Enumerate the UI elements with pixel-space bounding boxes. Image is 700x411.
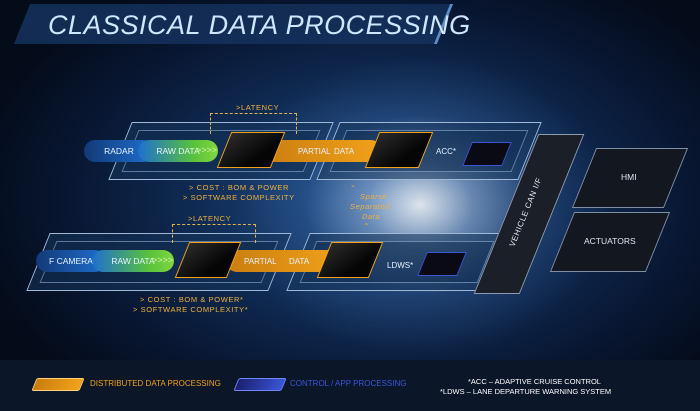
actuators-label: ACTUATORS [584, 236, 636, 246]
row2-latency-bracket [172, 224, 256, 243]
hmi-label: HMI [621, 172, 637, 182]
row1-partial-bar [262, 140, 382, 162]
legend-distributed-swatch [31, 378, 85, 391]
row2-cost-note: > COST : BOM & POWER* [140, 295, 244, 304]
footnote-acc: *ACC – ADAPTIVE CRUISE CONTROL [468, 377, 601, 386]
row2-partial-bar [226, 250, 344, 272]
row2-sensor-pill: F CAMERA [36, 250, 106, 272]
row1-latency-label: >LATENCY [236, 103, 280, 112]
row1-cost-note: > COST : BOM & POWER [189, 183, 290, 192]
row1-data-label: DATA [334, 147, 355, 156]
row1-sensor-pill: RADAR [84, 140, 154, 162]
row2-latency-label: >LATENCY [188, 214, 232, 223]
sparse-label-line2: Separated [350, 202, 391, 211]
row1-latency-bracket [210, 113, 297, 134]
row2-complexity-note: > SOFTWARE COMPLEXITY* [133, 305, 249, 314]
legend-control-swatch [233, 378, 287, 391]
row1-raw-data-pill: RAW DATA [138, 140, 218, 162]
sparse-down-arrow: ⌄ [350, 182, 357, 189]
row2-app-label: LDWS* [387, 261, 414, 270]
legend-footer [0, 360, 700, 411]
row2-partial-label: PARTIAL [244, 257, 277, 266]
legend-control-label: CONTROL / APP PROCESSING [290, 379, 407, 388]
legend-distributed-label: DISTRIBUTED DATA PROCESSING [90, 379, 221, 388]
row2-chevrons: >>>> [152, 255, 174, 265]
row1-app-label: ACC* [436, 147, 457, 156]
sparse-up-arrow: ⌃ [363, 222, 371, 231]
row2-raw-data-pill: RAW DATA [92, 250, 174, 272]
row1-chevrons: >>>> [196, 145, 218, 155]
sparse-label-line3: Data [362, 212, 381, 221]
page-title: CLASSICAL DATA PROCESSING [48, 10, 471, 40]
row2-data-label: DATA [289, 257, 310, 266]
row1-partial-label: PARTIAL [298, 147, 331, 156]
footnote-ldws: *LDWS – LANE DEPARTURE WARNING SYSTEM [440, 387, 612, 396]
row1-complexity-note: > SOFTWARE COMPLEXITY [183, 193, 295, 202]
sparse-label-line1: Sparse [360, 192, 388, 201]
